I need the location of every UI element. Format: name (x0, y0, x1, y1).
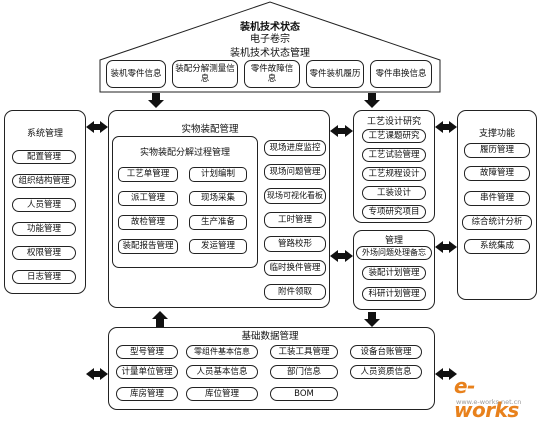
roof-title-line1: 装机技术状态 (240, 22, 300, 33)
watermark-logo: e-works www.e-works.net.cn (444, 372, 538, 422)
base-item-unit: 计量单位管理 (116, 365, 178, 379)
base-item-model: 型号管理 (116, 345, 178, 359)
field-item-progress: 现场进度监控 (264, 140, 326, 156)
process-item-assembly-report: 装配报告管理 (118, 239, 178, 254)
arrow-system-assembly (86, 121, 108, 133)
management-title: 管理 (384, 236, 403, 246)
arrow-base-to-assembly (152, 311, 168, 327)
base-data-title: 基础数据管理 (241, 331, 299, 342)
base-item-tooling: 工装工具管理 (270, 345, 338, 359)
base-item-qualification: 人员资质信息 (350, 365, 422, 379)
craft-item-test: 工艺试验管理 (362, 148, 426, 162)
arrow-roof-to-assembly (148, 93, 164, 108)
process-item-dispatch: 派工管理 (118, 191, 178, 206)
assembly-process-title: 实物装配分解过程管理 (139, 148, 230, 158)
process-item-shipping: 发运管理 (189, 239, 247, 254)
base-item-warehouse: 库房管理 (116, 387, 178, 401)
system-mgmt-title: 系统管理 (26, 129, 63, 139)
arrow-assembly-management (330, 250, 353, 262)
system-item-org: 组织结构管理 (12, 174, 76, 188)
status-item-parts-history: 零件装机履历 (306, 60, 364, 88)
arrow-roof-to-craft (364, 93, 380, 108)
craft-research-panel (353, 110, 435, 223)
base-item-personnel: 人员基本信息 (186, 365, 258, 379)
arrow-management-to-base (364, 312, 380, 327)
status-mgmt-title: 装机技术状态管理 (230, 48, 310, 59)
craft-item-topic: 工艺课题研究 (362, 129, 426, 143)
craft-item-tooling: 工装设计 (362, 186, 426, 200)
status-item-assembly-measure: 装配分解测量信息 (172, 60, 238, 88)
craft-item-spec: 工艺规程设计 (362, 167, 426, 181)
process-item-prod-prep: 生产准备 (189, 215, 247, 230)
management-item-assembly-plan: 装配计划管理 (362, 266, 426, 280)
field-item-work-hours: 工时管理 (264, 212, 326, 228)
field-item-temp-swap: 临时换件管理 (264, 260, 326, 276)
watermark-domain: www.e-works.net.cn (456, 398, 522, 406)
support-title: 支撑功能 (478, 129, 515, 139)
support-item-integration: 系统集成 (464, 239, 530, 254)
process-item-craft-order: 工艺单管理 (118, 167, 178, 182)
base-item-equipment: 设备台账管理 (350, 345, 422, 359)
base-item-bom: BOM (270, 387, 338, 401)
arrow-craft-support (435, 121, 457, 133)
system-item-config: 配置管理 (12, 150, 76, 164)
support-item-swap: 串件管理 (464, 191, 530, 206)
base-item-location: 库位管理 (186, 387, 258, 401)
process-item-fault-check: 故检管理 (118, 215, 178, 230)
field-item-accessory: 附件领取 (264, 284, 326, 300)
roof-title-line2: 电子卷宗 (250, 34, 290, 45)
arrow-management-support (435, 241, 457, 253)
craft-item-special: 专项研究项目 (362, 205, 426, 219)
arrow-assembly-craft (330, 125, 353, 137)
craft-research-title: 工艺设计研究 (366, 117, 421, 127)
support-item-fault: 故障管理 (464, 166, 530, 181)
system-item-function: 功能管理 (12, 222, 76, 236)
system-item-log: 日志管理 (12, 270, 76, 284)
base-item-department: 部门信息 (270, 365, 338, 379)
status-item-parts-swap: 零件串换信息 (370, 60, 432, 88)
management-item-research-plan: 科研计划管理 (362, 287, 426, 301)
support-item-statistics: 综合统计分析 (462, 215, 532, 230)
field-item-kanban: 现场可视化看板 (264, 188, 326, 204)
system-item-permission: 权限管理 (12, 246, 76, 260)
process-item-field-collect: 现场采集 (189, 191, 247, 206)
arrow-base-support (435, 368, 457, 380)
status-item-parts-fault: 零件故障信息 (244, 60, 300, 88)
assembly-mgmt-title: 实物装配管理 (181, 124, 239, 135)
field-item-pipe-shaping: 管路校形 (264, 236, 326, 252)
support-item-history: 履历管理 (464, 143, 530, 158)
status-item-parts-info: 装机零件信息 (106, 60, 166, 88)
process-item-plan: 计划编制 (189, 167, 247, 182)
arrow-system-base (86, 368, 108, 380)
management-item-field-memo: 外场问题处理备忘 (356, 246, 432, 260)
base-item-component: 零组件基本信息 (186, 345, 258, 359)
system-item-personnel: 人员管理 (12, 198, 76, 212)
field-item-issues: 现场问题管理 (264, 164, 326, 180)
